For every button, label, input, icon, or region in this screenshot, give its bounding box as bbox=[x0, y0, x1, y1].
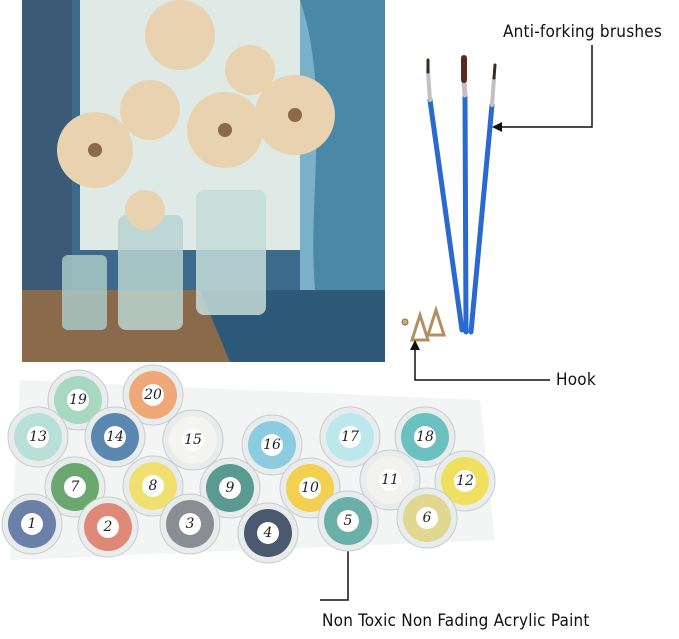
paint-pot-13: 13 bbox=[7, 406, 69, 468]
paint-pot-1: 1 bbox=[1, 493, 63, 555]
pot-number: 7 bbox=[71, 479, 80, 495]
pot-number: 16 bbox=[263, 437, 281, 453]
paint-pot-20: 20 bbox=[122, 364, 184, 426]
paint-pot-3: 3 bbox=[159, 493, 221, 555]
callout-lines bbox=[320, 45, 593, 601]
paint-pot-17: 17 bbox=[319, 406, 381, 468]
pot-number: 19 bbox=[69, 392, 87, 408]
pot-number: 20 bbox=[143, 387, 162, 403]
paint-pot-6: 6 bbox=[396, 487, 458, 549]
pot-number: 15 bbox=[184, 432, 202, 448]
paint-pot-5: 5 bbox=[317, 490, 379, 552]
paint-pot-12: 12 bbox=[434, 450, 496, 512]
brushes-label: Anti-forking brushes bbox=[503, 22, 663, 42]
pot-number: 6 bbox=[423, 510, 432, 526]
paint-pot-8: 8 bbox=[122, 455, 184, 517]
paint-pot-16: 16 bbox=[241, 414, 303, 476]
pot-number: 11 bbox=[381, 472, 399, 488]
paint-pot-2: 2 bbox=[77, 496, 139, 558]
pot-number: 8 bbox=[149, 478, 158, 494]
pot-number: 2 bbox=[103, 519, 113, 535]
pot-number: 9 bbox=[226, 480, 235, 496]
paint-pot-19: 19 bbox=[47, 369, 109, 431]
paint-pot-4: 4 bbox=[237, 502, 299, 564]
paint-pot-14: 14 bbox=[84, 406, 146, 468]
paint-label: Non Toxic Non Fading Acrylic Paint bbox=[322, 611, 590, 631]
pot-number: 18 bbox=[416, 429, 434, 445]
pot-number: 10 bbox=[301, 480, 319, 496]
pot-number: 5 bbox=[344, 513, 353, 529]
paint-pot-11: 11 bbox=[359, 449, 421, 511]
hook-label: Hook bbox=[556, 370, 596, 390]
paint-pot-18: 18 bbox=[394, 406, 456, 468]
painting bbox=[22, 0, 385, 362]
pot-number: 13 bbox=[29, 429, 47, 445]
hooks bbox=[401, 305, 447, 342]
pot-number: 3 bbox=[186, 516, 195, 532]
pot-number: 17 bbox=[341, 429, 359, 445]
pot-number: 12 bbox=[456, 473, 474, 489]
pot-number: 14 bbox=[106, 429, 124, 445]
paint-pot-15: 15 bbox=[162, 409, 224, 471]
pot-number: 1 bbox=[28, 516, 37, 532]
paint-pot-7: 7 bbox=[44, 456, 106, 518]
paint-pot-9: 9 bbox=[199, 457, 261, 519]
brushes bbox=[426, 55, 497, 335]
pot-number: 4 bbox=[263, 525, 273, 541]
